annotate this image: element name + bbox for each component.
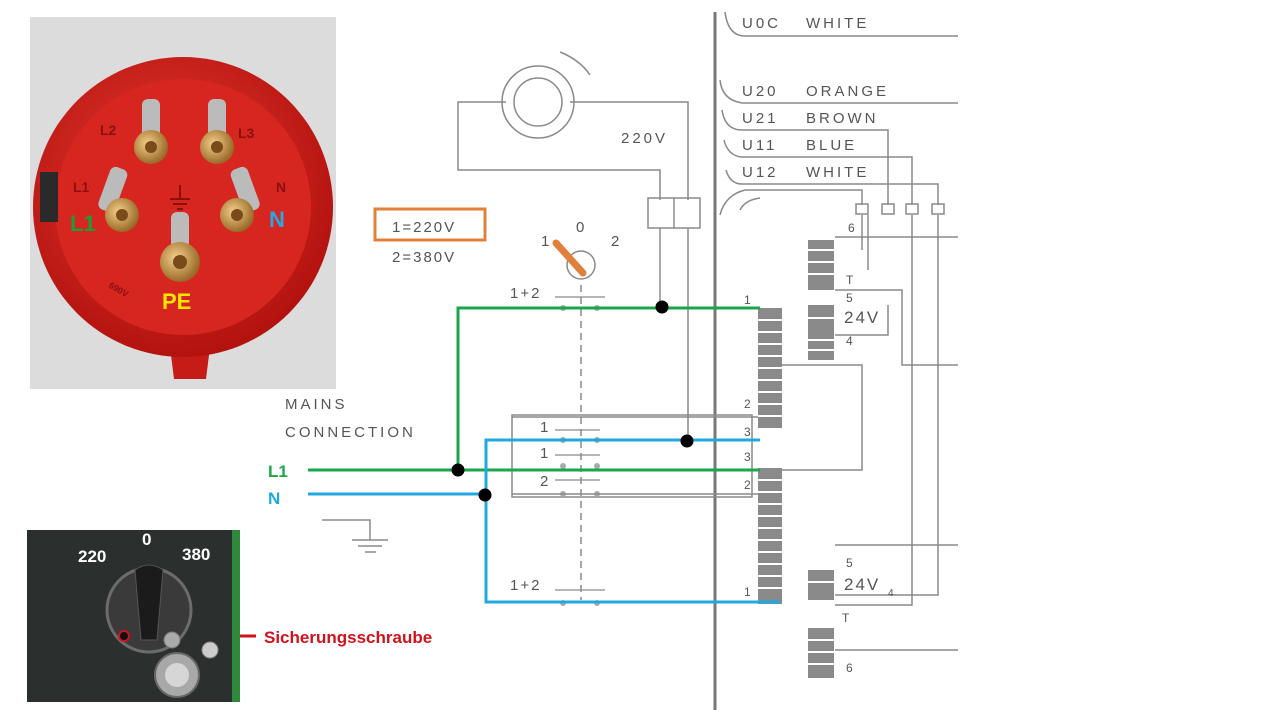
junction-1 [655, 300, 669, 314]
contact-bottom-label: 1+2 [510, 577, 541, 594]
contact-mid-1b: 1 [540, 445, 548, 462]
mains-title: MAINS [285, 396, 348, 413]
tr-bot-4: 4 [888, 588, 894, 599]
u12-wire [725, 169, 939, 205]
tr-top-6: 6 [848, 221, 855, 235]
u0c-wire [724, 11, 958, 37]
transformer-coils [758, 240, 834, 678]
u21-wire [721, 109, 889, 205]
u11-wire [723, 139, 913, 205]
mains-subtitle: CONNECTION [285, 424, 416, 441]
wire-color-3: BLUE [806, 137, 857, 154]
wire-label-4: U12 [742, 164, 779, 181]
switch-knob [134, 564, 164, 641]
plug-illustration: L2 L3 L1 N 690V L1 N PE [33, 57, 333, 379]
tr-bot-t: T [842, 611, 850, 625]
junctions [451, 300, 694, 502]
contact-mid-1a: 1 [540, 419, 548, 436]
tr-top-4: 4 [846, 334, 853, 348]
input-l1-label: L1 [268, 462, 288, 481]
pin-n-small-label: N [276, 179, 286, 195]
plug-l1-label: L1 [70, 211, 96, 236]
tr-top-5: 5 [846, 291, 853, 305]
switch-380-label: 380 [182, 545, 210, 564]
wire-label-2: U21 [742, 110, 779, 127]
selector-pos-2: 2 [611, 233, 619, 250]
plug-pe-label: PE [162, 289, 191, 314]
tr-top-24v: 24V [844, 308, 880, 327]
contact-mid-2: 2 [540, 473, 548, 490]
wire-color-4: WHITE [806, 164, 869, 181]
wire-label-0: U0C [742, 15, 781, 32]
tr-bot-24v: 24V [844, 575, 880, 594]
selector-pos-0: 0 [576, 219, 584, 236]
selector-option-2: 2=380V [392, 249, 456, 266]
terminal-3-bot: 3 [744, 450, 751, 464]
terminal-2-top: 2 [744, 397, 751, 411]
junction-2 [680, 434, 694, 448]
tr-bot-6: 6 [846, 661, 853, 675]
pin-l1-small-label: L1 [73, 179, 90, 195]
pin-l2-label: L2 [100, 122, 117, 138]
coil-bot-secondary [808, 570, 834, 600]
coil-stripes [758, 249, 834, 665]
switch-illustration: 220 0 380 [78, 530, 240, 702]
tr-bot-5: 5 [846, 556, 853, 570]
coil-lower [758, 468, 782, 604]
terminal-2-bot: 2 [744, 478, 751, 492]
junction-3 [451, 463, 465, 477]
switch-220-label: 220 [78, 547, 106, 566]
schematic-lines [322, 11, 958, 710]
annotation-label: Sicherungsschraube [264, 628, 432, 647]
n-branch-line [484, 438, 780, 604]
pin-l3-label: L3 [238, 125, 255, 141]
wire-label-3: U11 [742, 137, 777, 154]
voltage-label: 220V [621, 130, 668, 147]
selector-option-1: 1=220V [392, 219, 456, 236]
wire-label-1: U20 [742, 83, 779, 100]
tr-top-t: T [846, 273, 854, 287]
terminal-1-top: 1 [744, 293, 751, 307]
junction-4 [478, 488, 492, 502]
wire-color-0: WHITE [806, 15, 869, 32]
terminal-1-bot: 1 [744, 585, 751, 599]
wire-color-2: BROWN [806, 110, 879, 127]
coil-top-secondary [808, 240, 834, 290]
fuse-screw-icon [118, 630, 130, 642]
switch-photo: 220 0 380 [27, 530, 240, 702]
selector-box [373, 207, 487, 242]
switch-0-label: 0 [142, 530, 151, 549]
coil-top-secondary-2 [808, 305, 834, 360]
terminal-3-top: 3 [744, 425, 751, 439]
input-n-label: N [268, 489, 280, 508]
selector-pointer [552, 239, 587, 277]
contact-top-label: 1+2 [510, 285, 541, 302]
plug-photo: L2 L3 L1 N 690V L1 N PE [30, 17, 336, 389]
wire-color-1: ORANGE [806, 83, 889, 100]
plug-pins [98, 99, 260, 282]
u20-wire [719, 79, 958, 104]
loop-wire [719, 189, 863, 216]
schematic-labels: U0C WHITE U20 ORANGE U21 BROWN U11 BLUE … [285, 15, 894, 675]
plug-n-label: N [269, 207, 285, 232]
selector-pos-1: 1 [541, 233, 549, 250]
